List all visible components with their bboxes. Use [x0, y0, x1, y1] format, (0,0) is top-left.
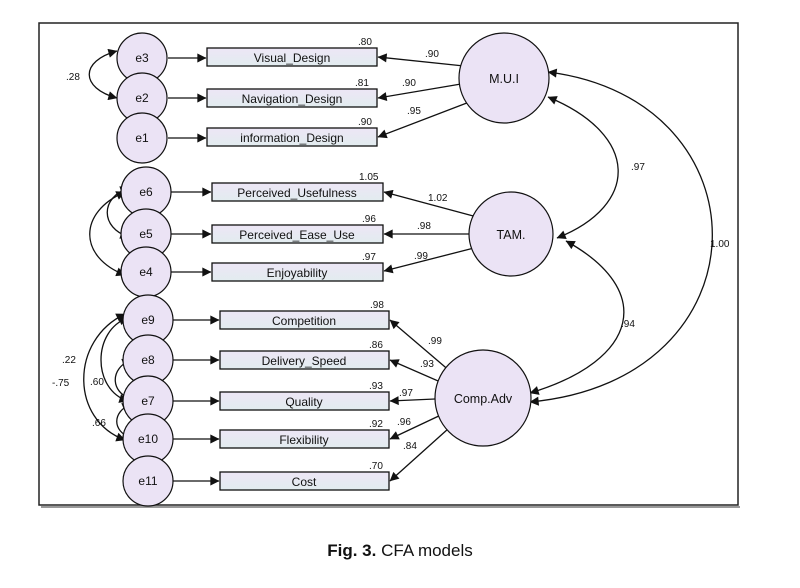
observed-label-visual-design: Visual_Design: [254, 51, 331, 65]
error-label-e11: e11: [138, 474, 157, 488]
observed-label-flexibility: Flexibility: [279, 433, 328, 447]
error-label-e1: e1: [135, 131, 149, 145]
corr-arc-mui-compadv: [529, 68, 713, 406]
corr-arc-mui-tam: [547, 96, 619, 240]
r2-perceived-ease-use: .96: [362, 214, 376, 225]
loading-arrow-mui-visual-design: [377, 53, 465, 67]
latent-label-mui: M.U.I: [489, 72, 519, 86]
observed-label-information-design: information_Design: [240, 131, 343, 145]
corr-arc-tam-compadv: [529, 240, 625, 395]
latent-label-compadv: Comp.Adv: [454, 392, 513, 406]
loading-arrow-mui-information-design: [377, 100, 473, 139]
loading-arrow-mui-navigation-design: [377, 83, 462, 102]
loading-value-mui-information-design: .95: [407, 106, 421, 117]
loading-value-mui-visual-design: .90: [425, 49, 439, 60]
r-squared-values: .80 .81 .90 1.05 .96 .97 .98 .86 .93 .92…: [355, 37, 384, 472]
loading-arrow-compadv-flexibility: [389, 413, 444, 440]
error-circle-e11: [122, 455, 174, 507]
loading-value-tam-enjoyability: .99: [414, 251, 428, 262]
loading-arrow-compadv-quality: [389, 396, 436, 406]
observed-box-navigation-design: [206, 88, 378, 108]
loading-value-tam-perceived-usefulness: 1.02: [428, 193, 448, 204]
cov-arc-e9-e10: [83, 313, 126, 442]
observed-variables: Visual_Design Navigation_Design informat…: [206, 47, 390, 491]
figure-caption-text: CFA models: [381, 541, 473, 560]
corr-value-tam-compadv: .94: [621, 319, 635, 330]
observed-box-cost: [219, 471, 390, 491]
observed-label-quality: Quality: [285, 395, 322, 409]
loading-arrow-tam-enjoyability: [383, 247, 475, 274]
error-label-e2: e2: [135, 91, 149, 105]
observed-box-visual-design: [206, 47, 378, 67]
r2-perceived-usefulness: 1.05: [359, 172, 379, 183]
correlation-values: .97 .94 1.00 .28 .22 -.75 .60 .66: [52, 72, 730, 429]
observed-label-delivery-speed: Delivery_Speed: [262, 354, 347, 368]
loading-value-compadv-cost: .84: [403, 441, 417, 452]
latent-circle-mui: [458, 32, 550, 124]
r2-delivery-speed: .86: [369, 340, 383, 351]
loading-arrow-tam-perceived-usefulness: [383, 189, 478, 218]
observed-box-enjoyability: [211, 262, 384, 282]
corr-value-mui-compadv: 1.00: [710, 239, 730, 250]
observed-box-perceived-ease-use: [211, 224, 384, 244]
observed-label-enjoyability: Enjoyability: [267, 266, 328, 280]
r2-cost: .70: [369, 461, 383, 472]
loading-value-mui-navigation-design: .90: [402, 78, 416, 89]
error-arrows: [168, 53, 220, 486]
r2-competition: .98: [370, 300, 384, 311]
r2-flexibility: .92: [369, 419, 383, 430]
cov-value-e8-e7: .60: [90, 377, 104, 388]
loading-values: .90 .90 .95 1.02 .98 .99 .99 .93 .97 .96…: [397, 49, 448, 452]
observed-box-quality: [219, 391, 390, 411]
observed-box-perceived-usefulness: [211, 182, 384, 202]
observed-label-navigation-design: Navigation_Design: [242, 92, 343, 106]
observed-label-perceived-usefulness: Perceived_Usefulness: [237, 186, 356, 200]
cov-value-e9-e7: .22: [62, 355, 76, 366]
error-label-e5: e5: [139, 227, 153, 241]
corr-value-mui-tam: .97: [631, 162, 645, 173]
error-label-e10: e10: [138, 432, 158, 446]
observed-box-delivery-speed: [219, 350, 390, 370]
latent-circle-tam: [468, 191, 554, 277]
loading-value-compadv-quality: .97: [399, 388, 413, 399]
cfa-path-diagram: Visual_Design Navigation_Design informat…: [38, 22, 740, 508]
observed-box-flexibility: [219, 429, 390, 449]
cov-value-e7-e10: .66: [92, 418, 106, 429]
cov-value-e3-e2: .28: [66, 72, 80, 83]
error-circle-e1: [116, 112, 168, 164]
observed-label-perceived-ease-use: Perceived_Ease_Use: [239, 228, 355, 242]
error-label-e8: e8: [141, 353, 155, 367]
latent-correlations: [529, 68, 713, 406]
observed-box-information-design: [206, 127, 378, 147]
loading-arrow-compadv-delivery-speed: [389, 359, 446, 385]
cov-value-e9-e10: -.75: [52, 378, 70, 389]
r2-visual-design: .80: [358, 37, 372, 48]
latent-label-tam: TAM.: [497, 228, 526, 242]
latent-circle-compadv: [434, 349, 532, 447]
observed-box-competition: [219, 310, 390, 330]
observed-label-competition: Competition: [272, 314, 336, 328]
error-label-e6: e6: [139, 185, 153, 199]
observed-label-cost: Cost: [292, 475, 317, 489]
loading-value-compadv-delivery-speed: .93: [420, 359, 434, 370]
r2-quality: .93: [369, 381, 383, 392]
loading-value-tam-perceived-ease-use: .98: [417, 221, 431, 232]
loading-value-compadv-flexibility: .96: [397, 417, 411, 428]
cov-arc-e3-e2: [88, 48, 118, 101]
error-label-e4: e4: [139, 265, 153, 279]
r2-navigation-design: .81: [355, 78, 369, 89]
r2-information-design: .90: [358, 117, 372, 128]
latent-variables: M.U.I TAM. Comp.Adv: [434, 32, 554, 447]
cov-arc-e6-e4: [89, 191, 126, 277]
r2-enjoyability: .97: [362, 252, 376, 263]
figure-caption: Fig. 3. CFA models: [0, 541, 800, 561]
error-terms: e3 e2 e1 e6 e5 e4 e9 e8 e7 e10 e11: [116, 32, 174, 507]
loading-value-compadv-competition: .99: [428, 336, 442, 347]
error-label-e3: e3: [135, 51, 149, 65]
figure-number: Fig. 3.: [327, 541, 377, 560]
error-label-e7: e7: [141, 394, 155, 408]
error-label-e9: e9: [141, 313, 155, 327]
